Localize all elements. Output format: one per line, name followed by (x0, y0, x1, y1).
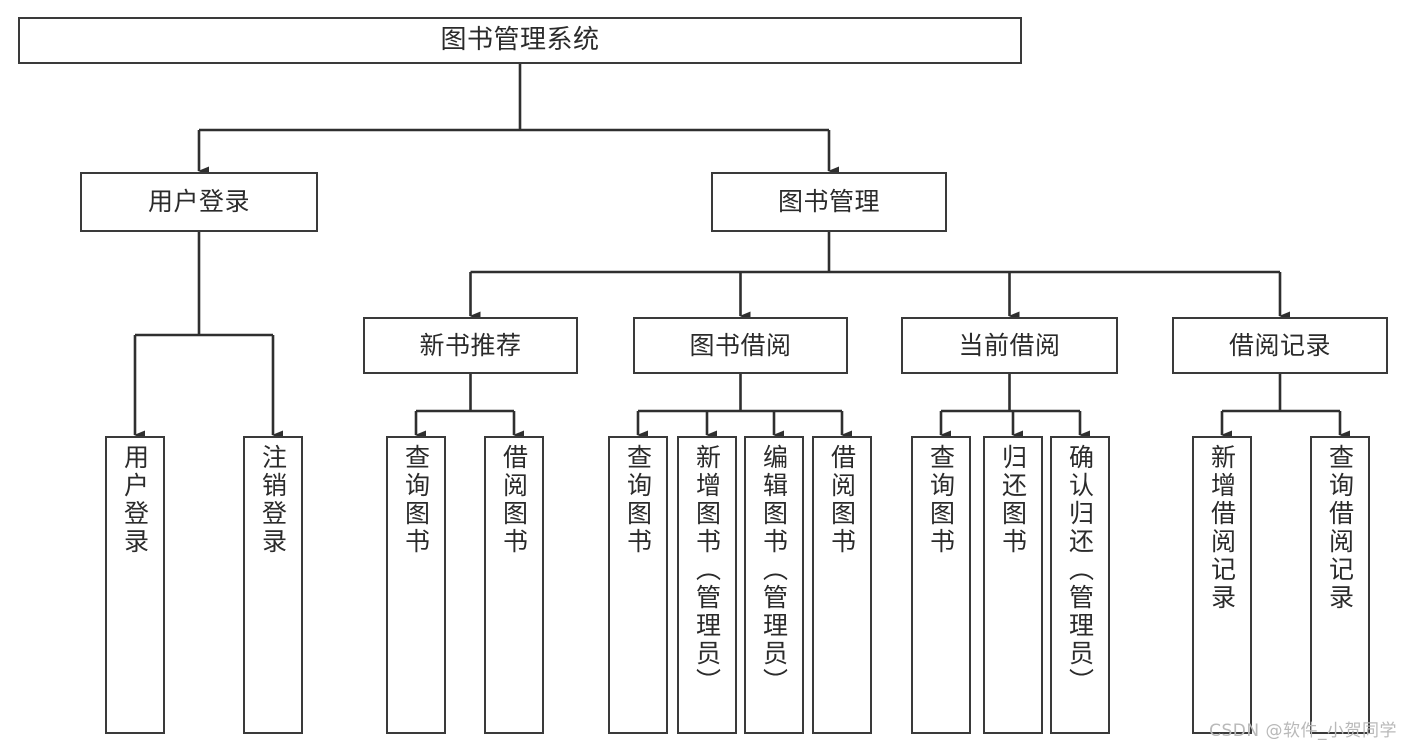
node-label-borrow-record: 借阅记录 (1228, 330, 1331, 360)
node-box-leaf-user-login[interactable]: 用户登录 (105, 436, 165, 734)
node-label-leaf-edit-book: 编辑图书（管理员） (759, 444, 789, 696)
node-box-leaf-logout[interactable]: 注销登录 (243, 436, 303, 734)
node-label-leaf-add-record: 新增借阅记录 (1207, 444, 1237, 612)
node-box-leaf-confirm-return[interactable]: 确认归还（管理员） (1050, 436, 1110, 734)
node-label-current-borrow: 当前借阅 (958, 330, 1061, 360)
node-label-leaf-query-book-3: 查询图书 (926, 444, 956, 556)
node-box-current-borrow[interactable]: 当前借阅 (901, 317, 1118, 374)
node-box-root[interactable]: 图书管理系统 (18, 17, 1022, 64)
node-box-borrow-record[interactable]: 借阅记录 (1172, 317, 1388, 374)
node-label-book-manage: 图书管理 (777, 187, 880, 217)
node-label-leaf-borrow-book-1: 借阅图书 (499, 444, 529, 556)
node-box-leaf-query-book-2[interactable]: 查询图书 (608, 436, 668, 734)
node-box-leaf-return-book[interactable]: 归还图书 (983, 436, 1043, 734)
node-box-leaf-add-book[interactable]: 新增图书（管理员） (677, 436, 737, 734)
node-box-user-login[interactable]: 用户登录 (80, 172, 318, 232)
node-label-leaf-query-book-2: 查询图书 (623, 444, 653, 556)
node-box-leaf-query-book-1[interactable]: 查询图书 (386, 436, 446, 734)
node-label-leaf-return-book: 归还图书 (998, 444, 1028, 556)
node-label-leaf-logout: 注销登录 (258, 444, 288, 556)
connector-lines (133, 64, 1350, 440)
node-box-leaf-query-record[interactable]: 查询借阅记录 (1310, 436, 1370, 734)
node-label-new-book-recommend: 新书推荐 (419, 330, 522, 360)
node-label-leaf-add-book: 新增图书（管理员） (692, 444, 722, 696)
node-label-leaf-query-record: 查询借阅记录 (1325, 444, 1355, 612)
node-label-leaf-query-book-1: 查询图书 (401, 444, 431, 556)
node-box-book-manage[interactable]: 图书管理 (711, 172, 947, 232)
node-label-leaf-confirm-return: 确认归还（管理员） (1065, 444, 1095, 696)
node-box-leaf-add-record[interactable]: 新增借阅记录 (1192, 436, 1252, 734)
node-label-leaf-borrow-book-2: 借阅图书 (827, 444, 857, 556)
node-label-root: 图书管理系统 (440, 25, 600, 56)
node-box-leaf-query-book-3[interactable]: 查询图书 (911, 436, 971, 734)
node-box-leaf-borrow-book-1[interactable]: 借阅图书 (484, 436, 544, 734)
node-box-leaf-edit-book[interactable]: 编辑图书（管理员） (744, 436, 804, 734)
node-label-user-login: 用户登录 (147, 187, 250, 217)
node-label-book-borrow: 图书借阅 (689, 330, 792, 360)
node-box-new-book-recommend[interactable]: 新书推荐 (363, 317, 578, 374)
node-box-leaf-borrow-book-2[interactable]: 借阅图书 (812, 436, 872, 734)
node-label-leaf-user-login: 用户登录 (120, 444, 150, 556)
node-box-book-borrow[interactable]: 图书借阅 (633, 317, 848, 374)
